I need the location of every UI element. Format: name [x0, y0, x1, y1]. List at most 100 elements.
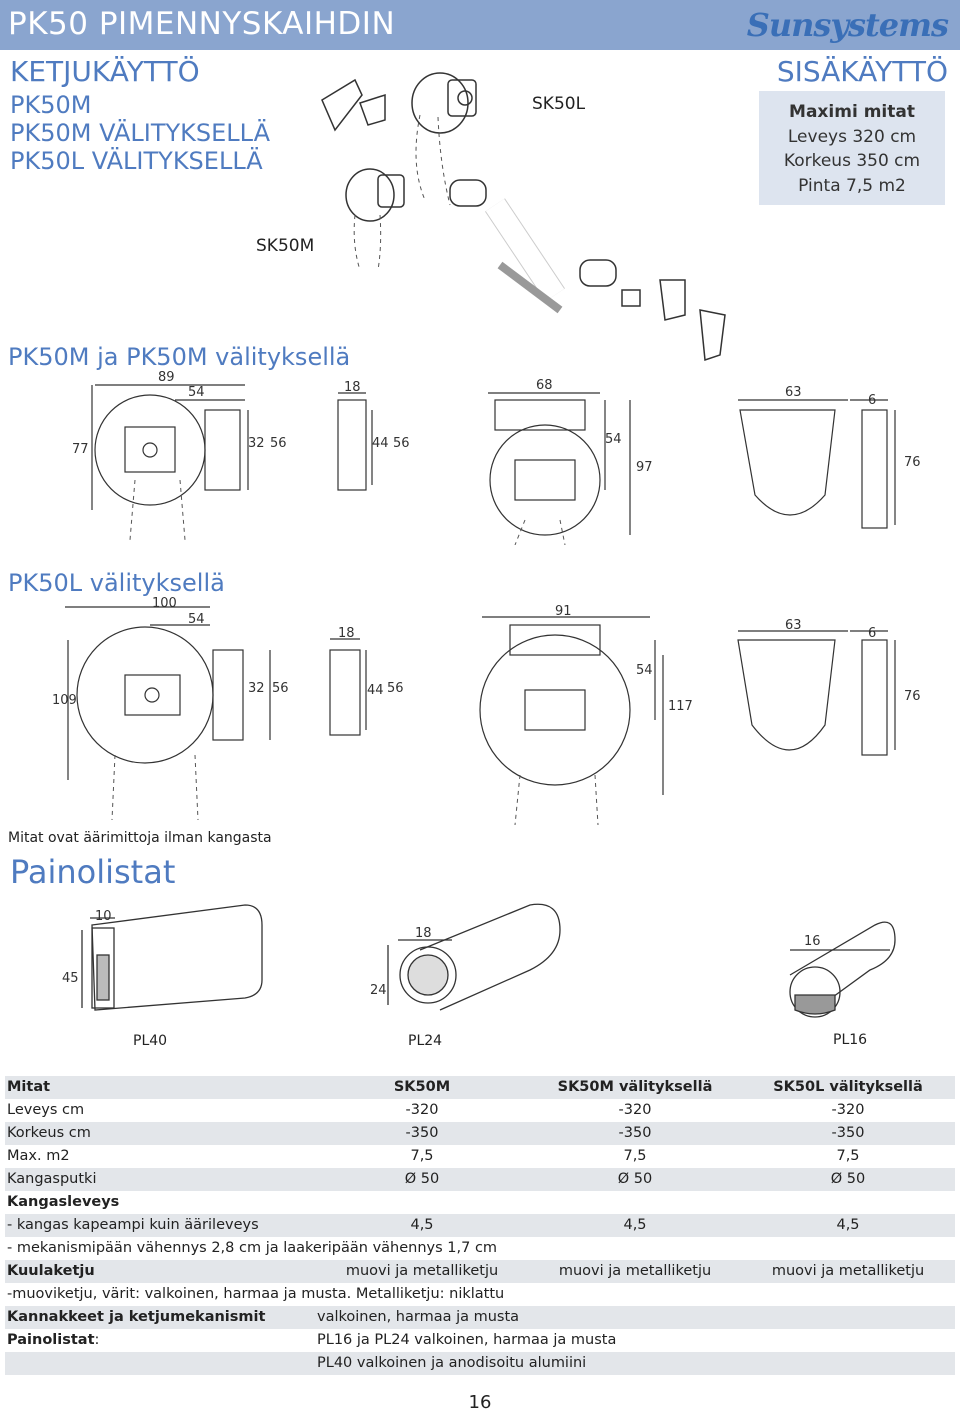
page-number: 16 — [468, 1392, 492, 1413]
row-label: -muoviketju, värit: valkoinen, harmaa ja… — [7, 1286, 505, 1302]
section2-drawings: 100 54 109 32 56 18 44 56 91 54 117 63 6… — [52, 596, 921, 825]
dim-s1-j: 54 — [605, 432, 622, 447]
table-row: Kangasleveys — [5, 1191, 955, 1214]
pl24-height-dim: 24 — [370, 983, 387, 998]
table-row: -muoviketju, värit: valkoinen, harmaa ja… — [5, 1283, 955, 1306]
cell: Ø 50 — [404, 1171, 440, 1187]
product-illustration — [321, 72, 726, 362]
row-label: Max. m2 — [7, 1148, 70, 1164]
usage-heading: SISÄKÄYTTÖ — [776, 55, 948, 88]
page-title: PK50 PIMENNYSKAIHDIN — [8, 6, 396, 42]
section1-drawings: 89 54 77 32 56 18 44 56 68 54 97 63 6 76 — [72, 370, 921, 545]
cell: muovi ja metalliketju — [771, 1263, 925, 1279]
dim-s1-e: 56 — [270, 436, 287, 451]
table-row: Korkeus cm -350 -350 -350 — [5, 1122, 955, 1145]
row-label: Korkeus cm — [7, 1125, 91, 1141]
header-cell: SK50L välityksellä — [773, 1079, 923, 1095]
pl16-label: PL16 — [833, 1032, 868, 1048]
specs-table: Mitat SK50M SK50M välityksellä SK50L väl… — [5, 1076, 955, 1375]
table-row: PL40 valkoinen ja anodisoitu alumiini — [5, 1352, 955, 1375]
cell: Ø 50 — [617, 1171, 653, 1187]
cell: -350 — [405, 1125, 439, 1141]
row-label: Kannakkeet ja ketjumekanismit — [7, 1309, 266, 1325]
dim-s2-g: 44 — [367, 683, 384, 698]
table-header: Mitat SK50M SK50M välityksellä SK50L väl… — [5, 1076, 955, 1099]
max-dimensions-box: Maximi mitat Leveys 320 cm Korkeus 350 c… — [759, 91, 945, 205]
section2-title: PK50L välityksellä — [8, 569, 225, 597]
max-height: Korkeus 350 cm — [783, 151, 921, 171]
dim-s2-c: 109 — [52, 693, 77, 708]
cell: muovi ja metalliketju — [345, 1263, 499, 1279]
dim-s2-d: 32 — [248, 681, 265, 696]
header-cell: SK50M — [393, 1079, 451, 1095]
table-row: Max. m2 7,5 7,5 7,5 — [5, 1145, 955, 1168]
dim-s2-m: 6 — [868, 626, 876, 641]
cell: 4,5 — [410, 1217, 434, 1233]
cell: Ø 50 — [830, 1171, 866, 1187]
dim-s1-k: 97 — [636, 460, 653, 475]
sk50m-label: SK50M — [256, 236, 315, 256]
row-label: Kangasputki — [7, 1171, 97, 1187]
dim-s2-j: 54 — [636, 663, 653, 678]
table-row: Painolistat: PL16 ja PL24 valkoinen, har… — [5, 1329, 955, 1352]
pl24-width-dim: 18 — [415, 926, 432, 941]
dim-s1-b: 54 — [188, 385, 205, 400]
cell: valkoinen, harmaa ja musta — [317, 1309, 520, 1325]
cell: -320 — [405, 1102, 439, 1118]
dim-s2-k: 117 — [668, 699, 693, 714]
dim-s1-d: 32 — [248, 436, 265, 451]
dim-s1-l: 63 — [785, 385, 802, 400]
cell: -320 — [831, 1102, 865, 1118]
dim-s2-a: 100 — [152, 596, 177, 611]
cell: -350 — [618, 1125, 652, 1141]
dim-s1-n: 76 — [904, 455, 921, 470]
dim-s2-e: 56 — [272, 681, 289, 696]
dim-s2-n: 76 — [904, 689, 921, 704]
weight-bar-drawings: 10 45 18 24 16 — [62, 903, 896, 1018]
row-label-colon: : — [94, 1332, 100, 1348]
table-row: - mekanismipään vähennys 2,8 cm ja laake… — [5, 1237, 955, 1260]
dim-s2-f: 18 — [338, 626, 355, 641]
dim-s1-g: 44 — [372, 436, 389, 451]
table-row: Kuulaketju muovi ja metalliketju muovi j… — [5, 1260, 955, 1283]
dim-s1-i: 68 — [536, 378, 553, 393]
row-label: Kangasleveys — [7, 1194, 120, 1210]
row-label: - kangas kapeampi kuin äärileveys — [7, 1217, 259, 1233]
sk50l-label: SK50L — [532, 94, 586, 114]
pl16-width-dim: 16 — [804, 934, 821, 949]
cell: -350 — [831, 1125, 865, 1141]
dim-s2-l: 63 — [785, 618, 802, 633]
row-label: Painolistat — [7, 1332, 95, 1348]
model-1: PK50M — [10, 91, 92, 119]
max-width: Leveys 320 cm — [787, 126, 917, 147]
header-bar — [0, 0, 960, 50]
cell: 4,5 — [623, 1217, 647, 1233]
table-row: Leveys cm -320 -320 -320 — [5, 1099, 955, 1122]
pl24-label: PL24 — [408, 1033, 443, 1049]
drive-type-heading: KETJUKÄYTTÖ — [10, 55, 200, 88]
row-label: Kuulaketju — [7, 1263, 95, 1279]
table-row: Kangasputki Ø 50 Ø 50 Ø 50 — [5, 1168, 955, 1191]
cell: 7,5 — [410, 1148, 434, 1164]
section1-title: PK50M ja PK50M välityksellä — [8, 343, 351, 371]
model-3: PK50L VÄLITYKSELLÄ — [10, 147, 263, 175]
pl40-label: PL40 — [133, 1033, 168, 1049]
row-label: Leveys cm — [7, 1102, 85, 1118]
dim-s1-f: 18 — [344, 380, 361, 395]
max-area: Pinta 7,5 m2 — [798, 175, 906, 196]
model-2: PK50M VÄLITYKSELLÄ — [10, 119, 271, 147]
max-title: Maximi mitat — [789, 102, 915, 122]
dimensions-note: Mitat ovat äärimittoja ilman kangasta — [8, 830, 272, 846]
cell: 7,5 — [623, 1148, 647, 1164]
header-cell: Mitat — [7, 1079, 51, 1095]
sunsystems-logo: Sunsystems — [746, 6, 949, 44]
pl40-height-dim: 45 — [62, 971, 79, 986]
row-label: - mekanismipään vähennys 2,8 cm ja laake… — [7, 1240, 498, 1256]
dim-s1-h: 56 — [393, 436, 410, 451]
dim-s1-a: 89 — [158, 370, 175, 385]
cell: 7,5 — [836, 1148, 860, 1164]
dim-s1-c: 77 — [72, 442, 89, 457]
table-row: - kangas kapeampi kuin äärileveys 4,5 4,… — [5, 1214, 955, 1237]
dim-s1-m: 6 — [868, 393, 876, 408]
pl40-width-dim: 10 — [95, 909, 112, 924]
